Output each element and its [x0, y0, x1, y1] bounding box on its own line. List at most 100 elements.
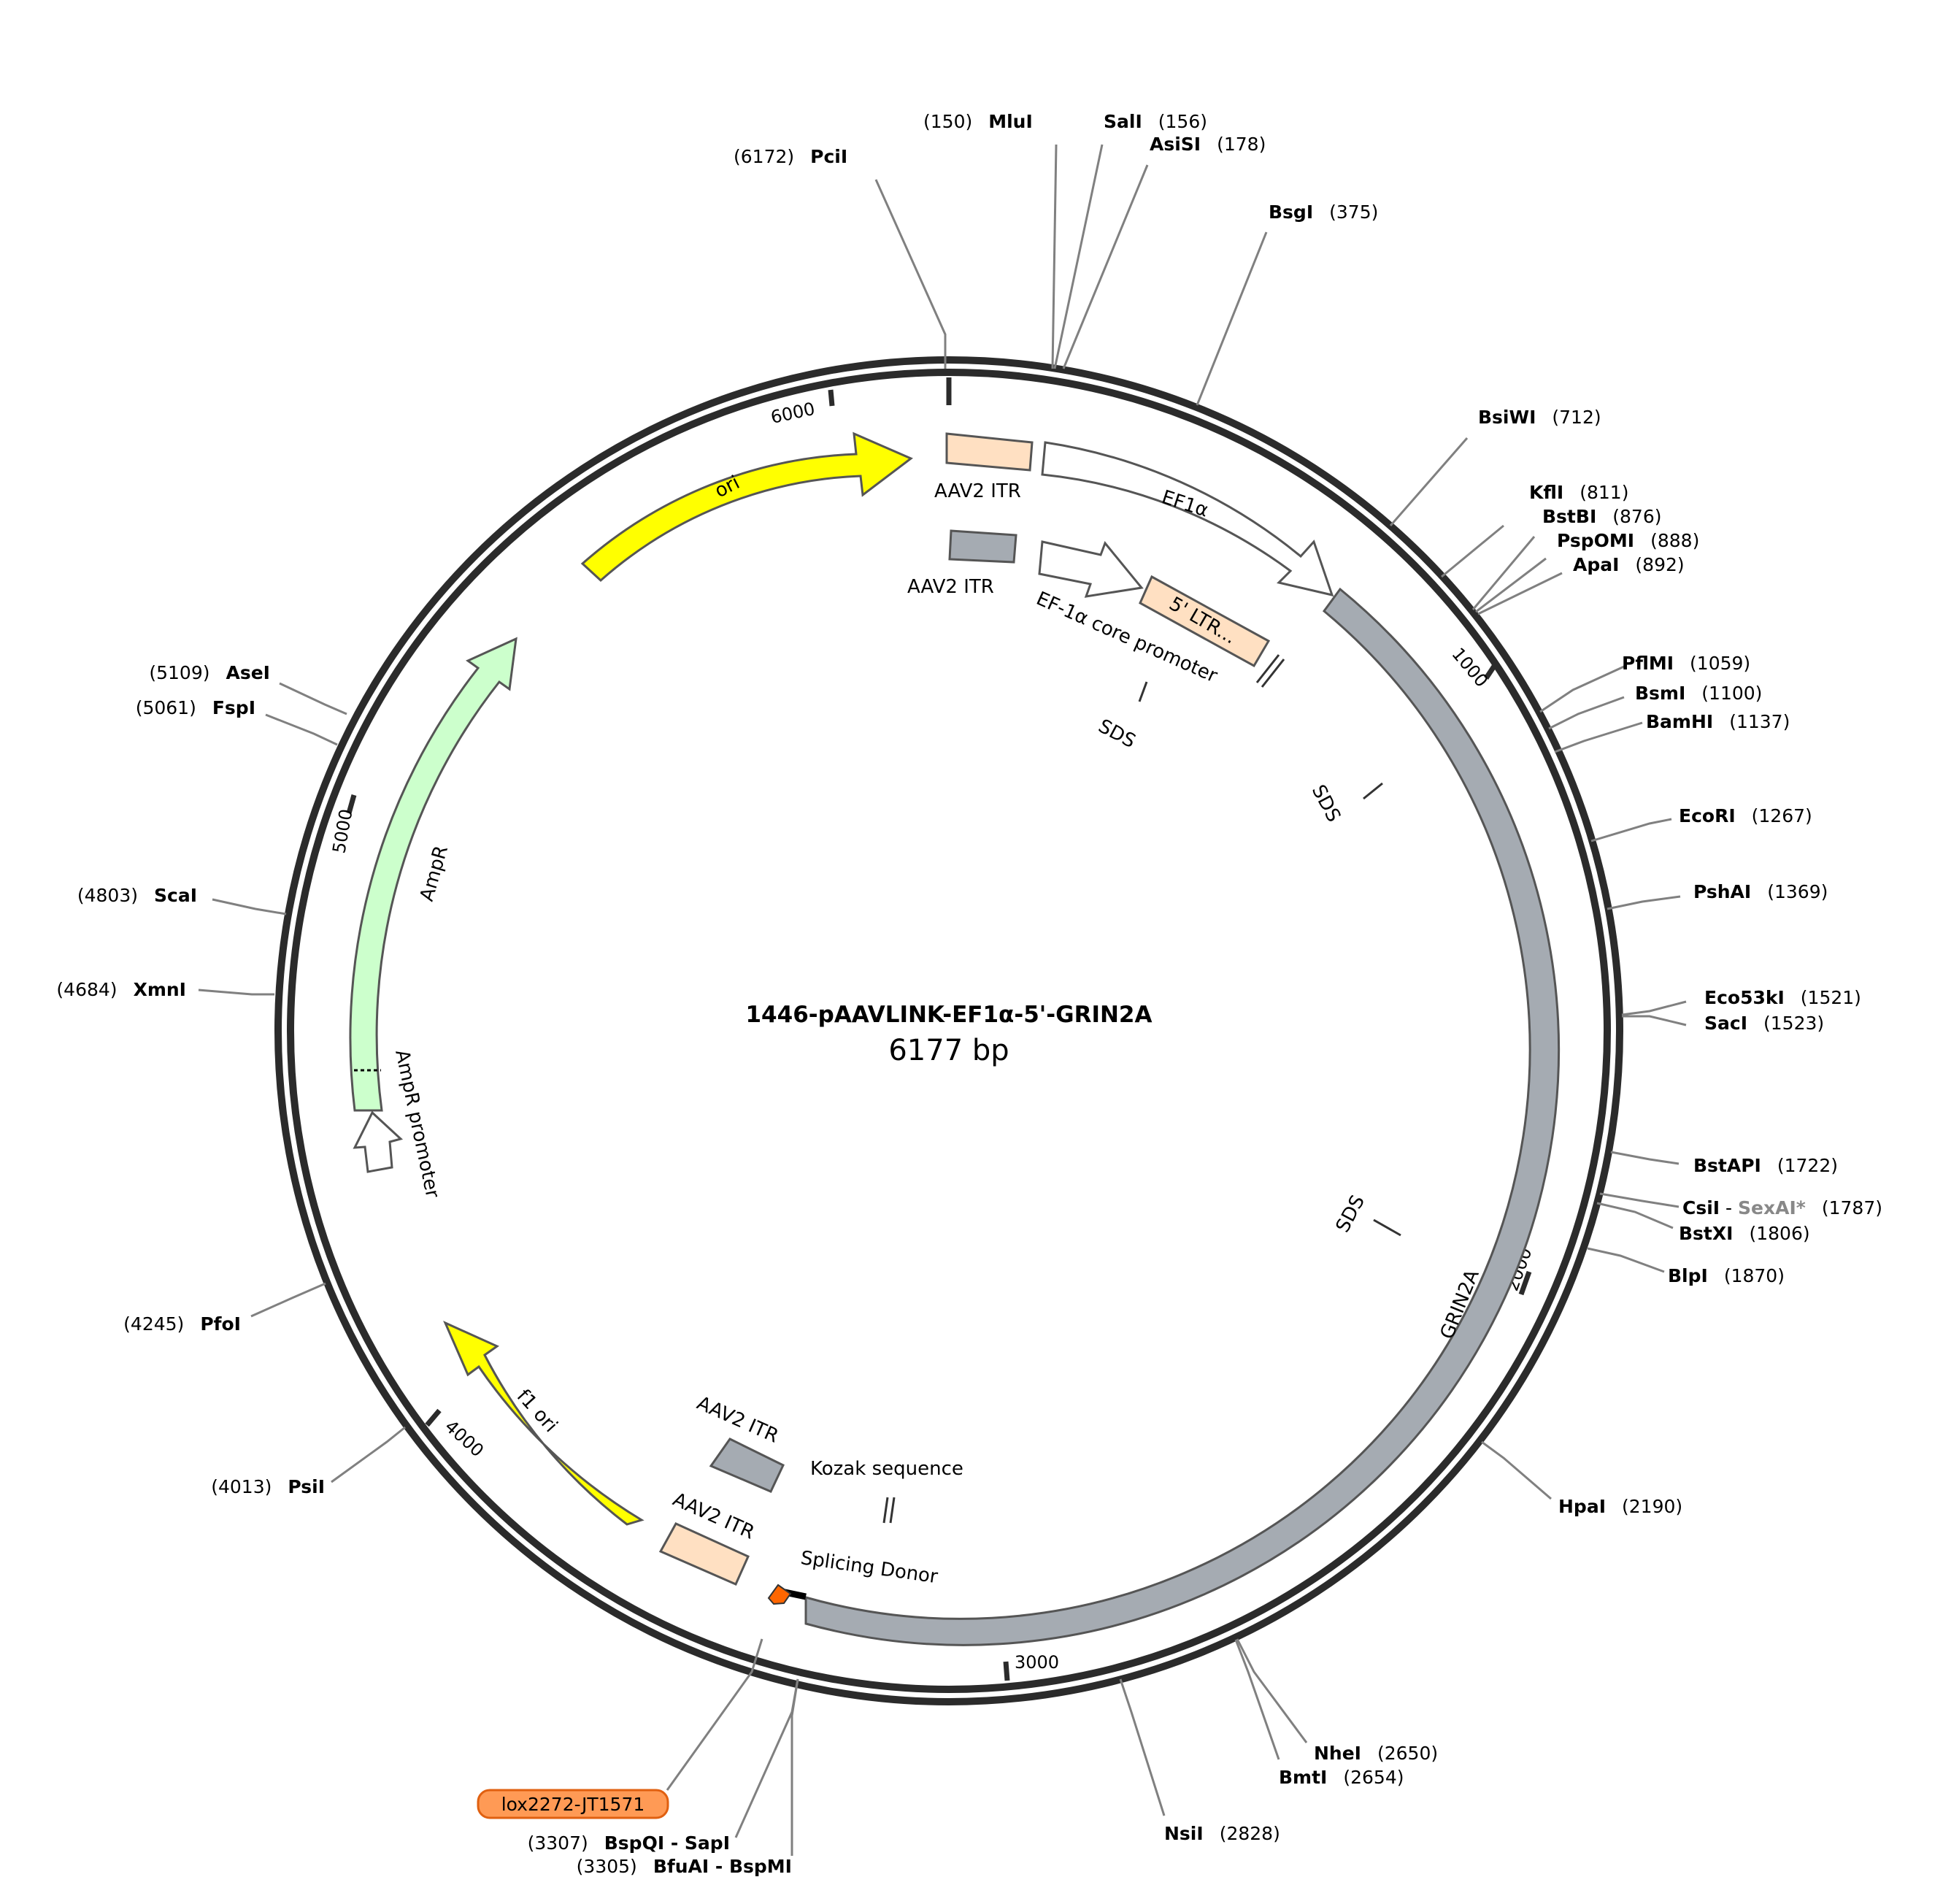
site-csii: CsiI - SexAI*(1787)	[1682, 1197, 1882, 1218]
f1-ori-feature	[443, 1321, 645, 1526]
site-labels: (150)MluI SalI(156) AsiSI(178) (6172)Pci…	[56, 111, 1882, 1877]
sds-label-1: SDS	[1095, 715, 1139, 753]
pspomi-leader	[1475, 557, 1547, 613]
backbone	[274, 356, 1623, 1705]
site-asisi: AsiSI(178)	[1150, 134, 1266, 155]
bspqi-leader	[734, 1678, 799, 1838]
aav2-itr-top-label: AAV2 ITR	[934, 480, 1021, 502]
apai-leader	[1477, 572, 1563, 615]
site-pfoi: (4245)PfoI	[123, 1313, 241, 1335]
grin2a-feature	[804, 587, 1560, 1646]
site-leaders	[198, 144, 1687, 1856]
site-pcii: (6172)PciI	[734, 146, 847, 167]
aav2-itr-gray-feature	[948, 529, 1017, 564]
pshai-leader	[1607, 895, 1681, 910]
sds-label-3: SDS	[1332, 1191, 1369, 1236]
bmti-leader	[1234, 1639, 1280, 1760]
bstapi-leader	[1610, 1151, 1680, 1165]
site-bfuai: (3305)BfuAI - BspMI	[577, 1856, 792, 1877]
bsmi-leader	[1548, 696, 1625, 730]
tick-label-6000: 6000	[769, 399, 817, 428]
tick-2000	[1518, 1270, 1532, 1296]
bsgi-leader	[1196, 231, 1268, 406]
plasmid-title: 1446-pAAVLINK-EF1α-5'-GRIN2A	[745, 1002, 1152, 1028]
splicing-donor-feature	[767, 1584, 807, 1605]
blpi-leader	[1587, 1247, 1665, 1273]
site-asei: (5109)AseI	[149, 662, 270, 683]
nhei-leader	[1236, 1638, 1308, 1743]
lox-label: lox2272-JT1571	[501, 1794, 645, 1815]
site-saci: SacI(1523)	[1704, 1013, 1824, 1034]
xmni-leader	[198, 989, 274, 996]
ef1a-feature	[1041, 441, 1334, 597]
tick-label-5000: 5000	[328, 807, 356, 855]
ampr-promoter-feature	[353, 1110, 404, 1173]
site-pflmi: PflMI(1059)	[1622, 653, 1750, 674]
site-bstbi: BstBI(876)	[1542, 506, 1661, 527]
ecori-leader	[1590, 818, 1672, 842]
bfuai-leader	[790, 1678, 799, 1856]
site-sali: SalI(156)	[1104, 111, 1207, 132]
saci-leader	[1622, 1015, 1687, 1026]
aav2-itr-lower-light-feature	[658, 1522, 750, 1586]
aav2-itr-top-feature	[945, 432, 1034, 472]
site-fspi: (5061)FspI	[136, 697, 255, 718]
eco53ki-leader	[1621, 1000, 1687, 1016]
site-bspqi: (3307)BspQI - SapI	[528, 1832, 730, 1854]
kozak-label: Kozak sequence	[810, 1458, 963, 1480]
psii-leader	[331, 1426, 406, 1483]
ampr-promoter-label: AmpR promoter	[390, 1048, 443, 1200]
sds-marks	[1138, 681, 1401, 1237]
tick-4000	[425, 1408, 442, 1427]
site-ecori: EcoRI(1267)	[1679, 805, 1812, 826]
plasmid-length: 6177 bp	[888, 1034, 1009, 1067]
site-pshai: PshAI(1369)	[1693, 881, 1828, 902]
aav2-itr-gray-label: AAV2 ITR	[907, 576, 994, 598]
kozak-mark	[882, 1497, 896, 1524]
break-mark-top	[1255, 654, 1285, 688]
site-bstxi: BstXI(1806)	[1679, 1223, 1810, 1244]
site-bsgi: BsgI(375)	[1269, 201, 1378, 223]
sds-label-2: SDS	[1307, 781, 1344, 826]
asei-leader	[279, 682, 347, 715]
site-apai: ApaI(892)	[1573, 554, 1685, 575]
site-psii: (4013)PsiI	[211, 1476, 325, 1497]
tick-6000	[828, 389, 835, 407]
splicing-donor-label: Splicing Donor	[799, 1547, 939, 1588]
site-blpi: BlpI(1870)	[1668, 1265, 1785, 1286]
tick-3000	[1003, 1661, 1010, 1681]
site-mlui: (150)MluI	[923, 111, 1033, 132]
site-scai: (4803)ScaI	[77, 885, 197, 906]
pflmi-leader	[1539, 665, 1625, 713]
site-hpai: HpaI(2190)	[1558, 1496, 1682, 1517]
tick-label-3000: 3000	[1015, 1652, 1059, 1673]
aav2-itr-lower-gray-label: AAV2 ITR	[693, 1392, 782, 1448]
asisi-leader	[1062, 164, 1149, 369]
pcii-leader	[874, 179, 947, 369]
site-bsiwi: BsiWI(712)	[1478, 407, 1601, 428]
site-pspomi: PspOMI(888)	[1557, 530, 1699, 551]
lox-badge: lox2272-JT1571	[477, 1789, 669, 1819]
mlui-leader	[1051, 144, 1058, 369]
site-xmni: (4684)XmnI	[56, 979, 186, 1000]
site-bmti: BmtI(2654)	[1279, 1767, 1404, 1788]
site-bsmi: BsmI(1100)	[1635, 683, 1762, 704]
fspi-leader	[265, 713, 338, 746]
csii-leader	[1599, 1192, 1680, 1208]
bstbi-leader	[1471, 536, 1536, 610]
site-bstapi: BstAPI(1722)	[1693, 1155, 1838, 1176]
tick-1000	[1484, 664, 1497, 680]
bamhi-leader	[1554, 721, 1643, 753]
ori-feature	[580, 431, 913, 583]
tick-5000	[346, 794, 357, 814]
nsii-leader	[1119, 1678, 1166, 1816]
scai-leader	[212, 898, 287, 915]
site-nhei: NheI(2650)	[1314, 1743, 1438, 1764]
site-kfli: KflI(811)	[1529, 482, 1628, 503]
ef1a-core-feature	[1038, 540, 1144, 598]
site-bamhi: BamHI(1137)	[1646, 711, 1790, 732]
ampr-label: AmpR	[416, 843, 453, 904]
hpai-leader	[1481, 1440, 1552, 1500]
lox-leader	[666, 1638, 763, 1791]
